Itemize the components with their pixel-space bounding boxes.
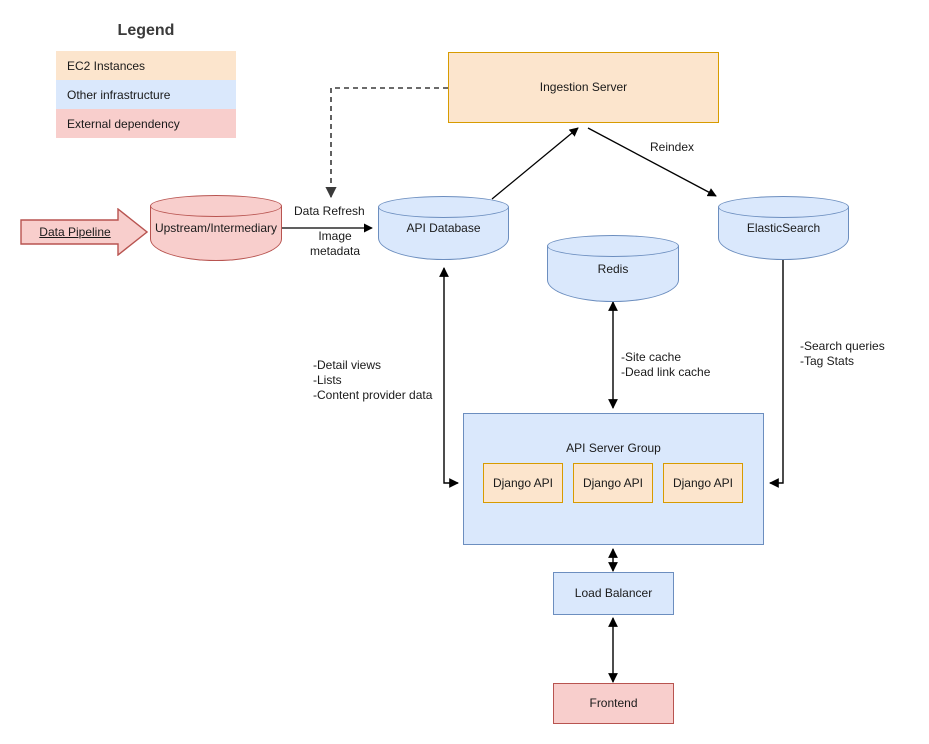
- legend-item-label: EC2 Instances: [67, 58, 146, 73]
- edge-ingestion-to-data-refresh: [325, 87, 448, 199]
- edge-label-elasticsearch-usage: -Search queries -Tag Stats: [800, 339, 885, 368]
- node-label: Load Balancer: [574, 586, 653, 600]
- node-data-pipeline[interactable]: [20, 208, 148, 256]
- legend-title: Legend: [117, 22, 175, 39]
- node-api-database[interactable]: API Database: [378, 196, 509, 260]
- legend-item-ec2-instances: EC2 Instances: [56, 51, 236, 80]
- edge-label-reindex: Reindex: [650, 140, 695, 154]
- edge-label-image-metadata: Image metadata: [309, 229, 361, 258]
- node-label: Django API: [492, 476, 554, 490]
- node-load-balancer[interactable]: Load Balancer: [553, 572, 674, 615]
- edge-label-api-database-usage: -Detail views -Lists -Content provider d…: [313, 358, 433, 402]
- node-label: Ingestion Server: [539, 80, 628, 94]
- node-django-api-2[interactable]: Django API: [573, 463, 653, 503]
- edge-ingestion-to-elasticsearch: [587, 127, 717, 197]
- legend-item-label: External dependency: [67, 116, 180, 131]
- cylinder-top: [378, 196, 509, 218]
- node-label: Frontend: [589, 696, 638, 710]
- edge-label-data-refresh: Data Refresh: [294, 204, 365, 218]
- legend-item-external-dependency: External dependency: [56, 109, 236, 138]
- legend-item-label: Other infrastructure: [67, 87, 171, 102]
- edge-label-redis-usage: -Site cache -Dead link cache: [621, 350, 711, 379]
- node-label: Django API: [582, 476, 644, 490]
- edge-api-database-to-api-server-group: [439, 267, 459, 488]
- node-django-api-3[interactable]: Django API: [663, 463, 743, 503]
- node-elasticsearch[interactable]: ElasticSearch: [718, 196, 849, 260]
- node-django-api-1[interactable]: Django API: [483, 463, 563, 503]
- node-redis[interactable]: Redis: [547, 235, 679, 302]
- node-label: ElasticSearch: [746, 221, 821, 235]
- node-frontend[interactable]: Frontend: [553, 683, 674, 724]
- node-data-pipeline-label[interactable]: Data Pipeline: [39, 225, 111, 239]
- cylinder-top: [718, 196, 849, 218]
- edge-api-database-to-ingestion: [491, 127, 579, 200]
- node-api-server-group-label: API Server Group: [566, 441, 661, 455]
- cylinder-top: [547, 235, 679, 257]
- node-label: Redis: [597, 261, 629, 276]
- node-label: Django API: [672, 476, 734, 490]
- node-label: Upstream/Intermediary: [154, 221, 278, 235]
- data-pipeline-arrow-shape: [20, 208, 148, 256]
- node-ingestion-server[interactable]: Ingestion Server: [448, 52, 719, 123]
- node-label: API Database: [406, 221, 481, 235]
- edge-elasticsearch-to-api-server-group: [769, 260, 784, 488]
- legend-item-other-infrastructure: Other infrastructure: [56, 80, 236, 109]
- node-upstream-intermediary[interactable]: Upstream/Intermediary: [150, 195, 282, 261]
- cylinder-top: [150, 195, 282, 217]
